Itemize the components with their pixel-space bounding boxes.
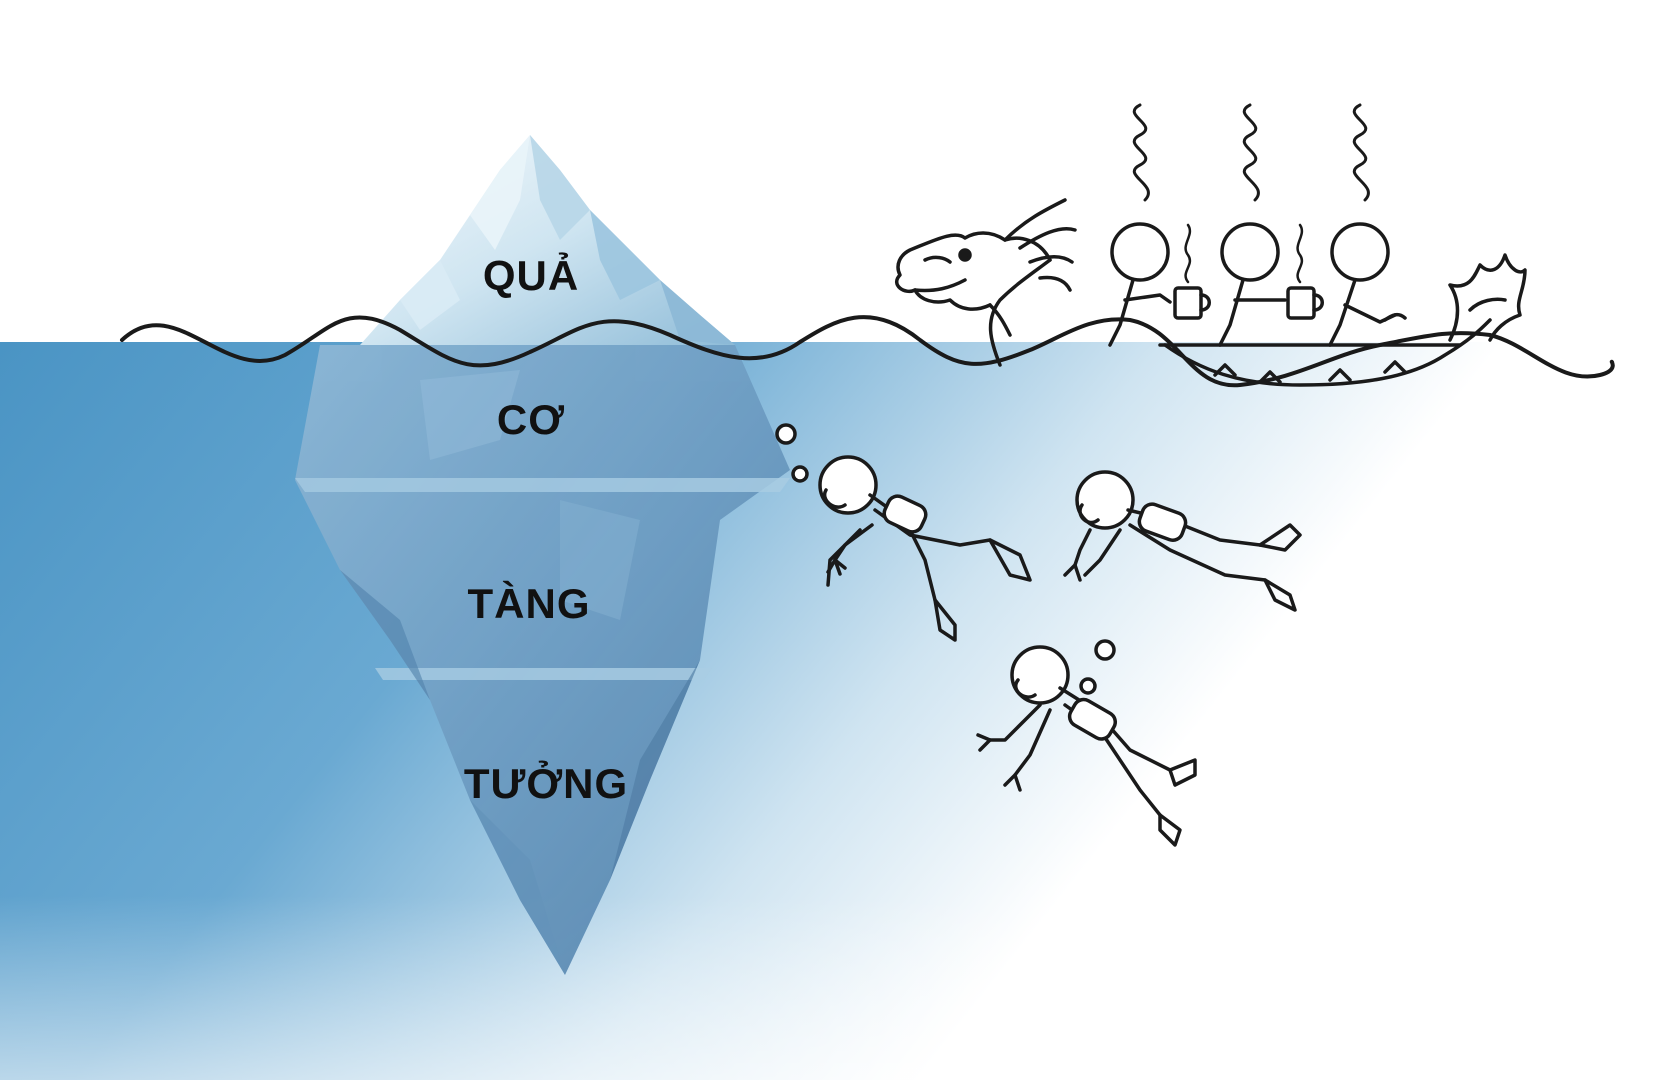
scuba-diver-icon [775,423,1302,847]
layer-label-third: TÀNG [467,580,591,627]
layer-label-bottom: TƯỞNG [463,760,629,807]
stick-figure-icon [1108,103,1407,347]
water-fade [0,342,1674,1080]
wave-line-icon [120,315,1615,388]
layer-label-top: QUẢ [482,252,580,299]
dragon-boat-icon [894,198,1527,387]
iceberg-submerged [295,345,790,975]
iceberg-tip [360,135,735,345]
layer-label-second: CƠ [496,396,566,443]
